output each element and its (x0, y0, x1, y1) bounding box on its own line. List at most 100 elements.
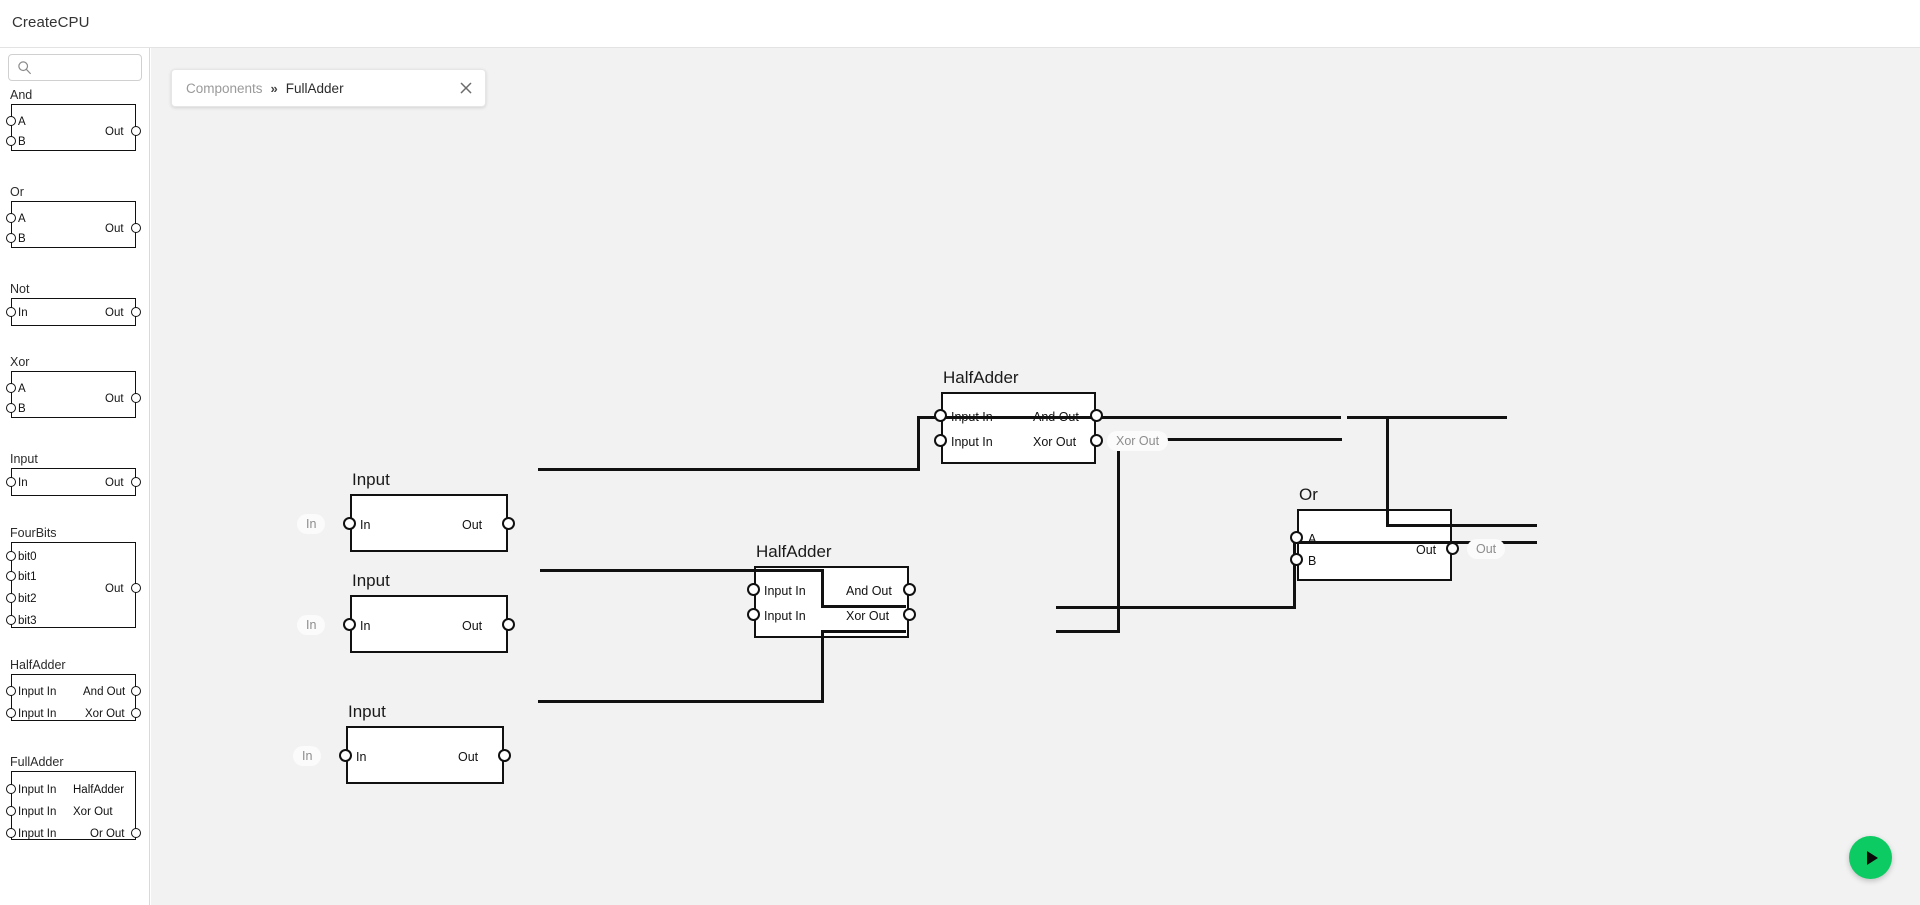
palette-pin-label: Out (105, 393, 124, 405)
node-output-pill[interactable]: Out (1467, 539, 1506, 559)
node-body[interactable] (941, 392, 1096, 464)
node-pin-label: Input In (764, 584, 806, 598)
palette-pin-in[interactable] (6, 828, 16, 838)
node-pin-out[interactable] (1090, 434, 1103, 447)
node-pin-out[interactable] (903, 608, 916, 621)
node-pin-label: Out (458, 750, 479, 764)
node-body[interactable] (346, 726, 504, 784)
palette-pin-out[interactable] (131, 708, 141, 718)
palette-item-box (11, 674, 136, 721)
node-pin-in[interactable] (343, 618, 356, 631)
palette-pin-in[interactable] (6, 403, 16, 413)
palette-item-title: Xor (10, 355, 30, 369)
node-pin-in[interactable] (934, 409, 947, 422)
palette-pin-in[interactable] (6, 307, 16, 317)
component-sidebar: And A B Out Or A B Out (0, 48, 150, 905)
palette-pin-label: HalfAdder (73, 784, 125, 796)
palette-pin-in[interactable] (6, 806, 16, 816)
palette-pin-label: Input In (18, 784, 57, 796)
palette-pin-in[interactable] (6, 784, 16, 794)
palette-pin-out[interactable] (131, 477, 141, 487)
palette-pin-out[interactable] (131, 686, 141, 696)
palette-item-title: And (10, 88, 33, 102)
palette-pin-label: In (18, 477, 28, 489)
node-pin-label: Xor Out (1033, 435, 1077, 449)
breadcrumb-root[interactable]: Components (186, 80, 263, 96)
palette-pin-in[interactable] (6, 686, 16, 696)
circuit-canvas[interactable]: Components » FullAdder (151, 48, 1920, 905)
node-body[interactable] (350, 494, 508, 552)
wire-segment (1117, 438, 1120, 633)
node-pin-in[interactable] (339, 749, 352, 762)
wire-segment (1056, 606, 1296, 609)
node-pin-label: Out (462, 518, 483, 532)
palette-pin-label: bit1 (18, 571, 37, 583)
palette-pin-out[interactable] (131, 393, 141, 403)
palette-pin-out[interactable] (131, 583, 141, 593)
palette-pin-in[interactable] (6, 233, 16, 243)
palette-item-box (11, 468, 136, 496)
node-pin-in[interactable] (343, 517, 356, 530)
palette-pin-in[interactable] (6, 477, 16, 487)
node-body[interactable] (350, 595, 508, 653)
node-body[interactable] (1297, 509, 1452, 581)
node-pin-in[interactable] (1290, 531, 1303, 544)
app-title: CreateCPU (12, 14, 90, 31)
node-body[interactable] (754, 566, 909, 638)
node-pin-out[interactable] (903, 583, 916, 596)
palette-pin-label: Out (105, 477, 124, 489)
palette-pin-in[interactable] (6, 136, 16, 146)
node-pin-label: In (360, 619, 371, 633)
palette-pin-out[interactable] (131, 828, 141, 838)
node-pin-in[interactable] (747, 583, 760, 596)
palette-pin-in[interactable] (6, 571, 16, 581)
palette-pin-in[interactable] (6, 551, 16, 561)
node-pin-out[interactable] (498, 749, 511, 762)
palette-pin-label: In (18, 307, 28, 319)
wire-segment (1056, 630, 1120, 633)
node-pin-in[interactable] (1290, 553, 1303, 566)
palette-pin-out[interactable] (131, 223, 141, 233)
wire-segment (1386, 524, 1537, 527)
wire-segment (917, 416, 1341, 419)
palette-pin-in[interactable] (6, 615, 16, 625)
node-pin-out[interactable] (1090, 409, 1103, 422)
palette-pin-label: A (18, 116, 26, 128)
palette-pin-in[interactable] (6, 708, 16, 718)
node-output-pill[interactable]: Xor Out (1107, 431, 1169, 451)
search-input[interactable] (8, 54, 142, 81)
node-pin-in[interactable] (934, 434, 947, 447)
palette-pin-label: Input In (18, 686, 57, 698)
run-simulation-button[interactable] (1849, 836, 1892, 879)
palette-pin-in[interactable] (6, 116, 16, 126)
node-input-pill[interactable]: In (297, 615, 326, 635)
node-pin-in[interactable] (747, 608, 760, 621)
play-icon (1866, 850, 1878, 865)
node-pin-label: Out (462, 619, 483, 633)
node-pin-out[interactable] (502, 618, 515, 631)
node-pin-out[interactable] (502, 517, 515, 530)
node-input-pill[interactable]: In (293, 746, 322, 766)
palette-pin-out[interactable] (131, 307, 141, 317)
node-input-pill[interactable]: In (297, 514, 326, 534)
palette-item-box (11, 771, 136, 840)
close-icon[interactable] (459, 81, 473, 95)
wire-segment (821, 605, 906, 608)
palette-pin-label: Out (105, 307, 124, 319)
node-title: HalfAdder (943, 368, 1019, 387)
palette-item-box (11, 201, 136, 248)
palette-pin-in[interactable] (6, 213, 16, 223)
wire-segment (538, 468, 920, 471)
palette-pin-in[interactable] (6, 593, 16, 603)
palette-pin-out[interactable] (131, 126, 141, 136)
palette-pin-label: Input In (18, 806, 57, 818)
chevron-right-icon: » (270, 80, 278, 96)
node-pin-out[interactable] (1446, 542, 1459, 555)
palette-item-title: FourBits (10, 526, 57, 540)
node-title: Input (348, 702, 386, 721)
editor-tab-fulladder[interactable]: Components » FullAdder (171, 69, 486, 107)
palette-item-title: Or (10, 185, 24, 199)
palette-pin-in[interactable] (6, 383, 16, 393)
wire-segment (821, 569, 824, 608)
